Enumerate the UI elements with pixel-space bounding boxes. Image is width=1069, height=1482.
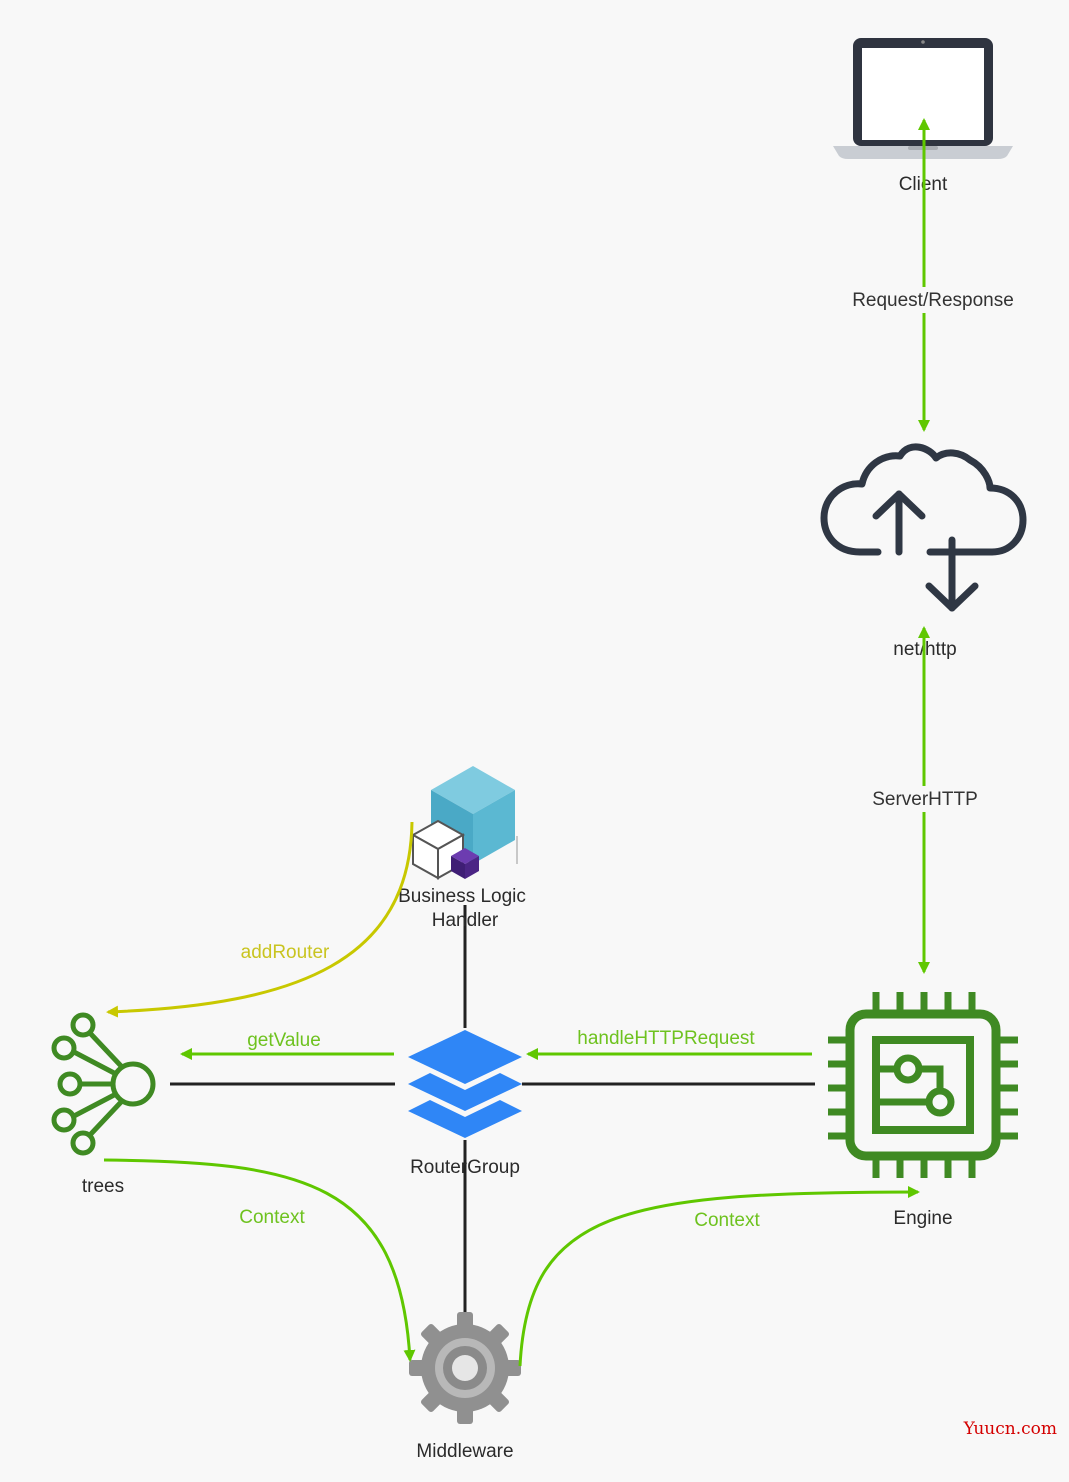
structural-lines [170,905,815,1312]
arrow-middleware-engine [518,1186,920,1367]
nethttp-node: net/http [820,443,1027,660]
cpu-chip-icon [845,1009,1001,1161]
cubes-icon [410,766,518,880]
gear-icon [409,1312,521,1424]
trees-label: trees [82,1176,124,1197]
business-label-line2: Handler [432,910,499,931]
watermark-text: Yuucn.com [963,1419,1057,1439]
routergroup-label: RouterGroup [410,1157,520,1178]
edge-labels: Request/Response ServerHTTP handleHTTPRe… [239,287,1022,1231]
arrow-trees-middleware [103,1158,416,1362]
cpu-pins [828,992,1018,1178]
add-router-label: addRouter [241,942,330,963]
tree-nodes-icon [51,1012,156,1156]
context-right-label: Context [694,1210,760,1231]
business-label-line1: Business Logic [398,886,526,907]
context-left-label: Context [239,1207,305,1228]
arrow-business-trees [106,821,414,1018]
routergroup-node: RouterGroup [408,1030,522,1178]
laptop-icon [833,38,1013,159]
engine-label: Engine [893,1208,952,1229]
get-value-label: getValue [247,1030,321,1051]
middleware-label: Middleware [416,1441,513,1462]
engine-node: Engine [828,992,1018,1229]
business-node: Business Logic Handler [398,766,526,931]
handle-http-request-label: handleHTTPRequest [577,1028,755,1049]
stacked-layers-icon [408,1030,522,1138]
trees-node: trees [51,1012,156,1197]
green-arrows [103,118,930,1367]
cloud-upload-download-icon [820,443,1027,612]
serverhttp-label: ServerHTTP [872,789,978,810]
request-response-label: Request/Response [852,290,1014,311]
middleware-node: Middleware [409,1312,521,1462]
